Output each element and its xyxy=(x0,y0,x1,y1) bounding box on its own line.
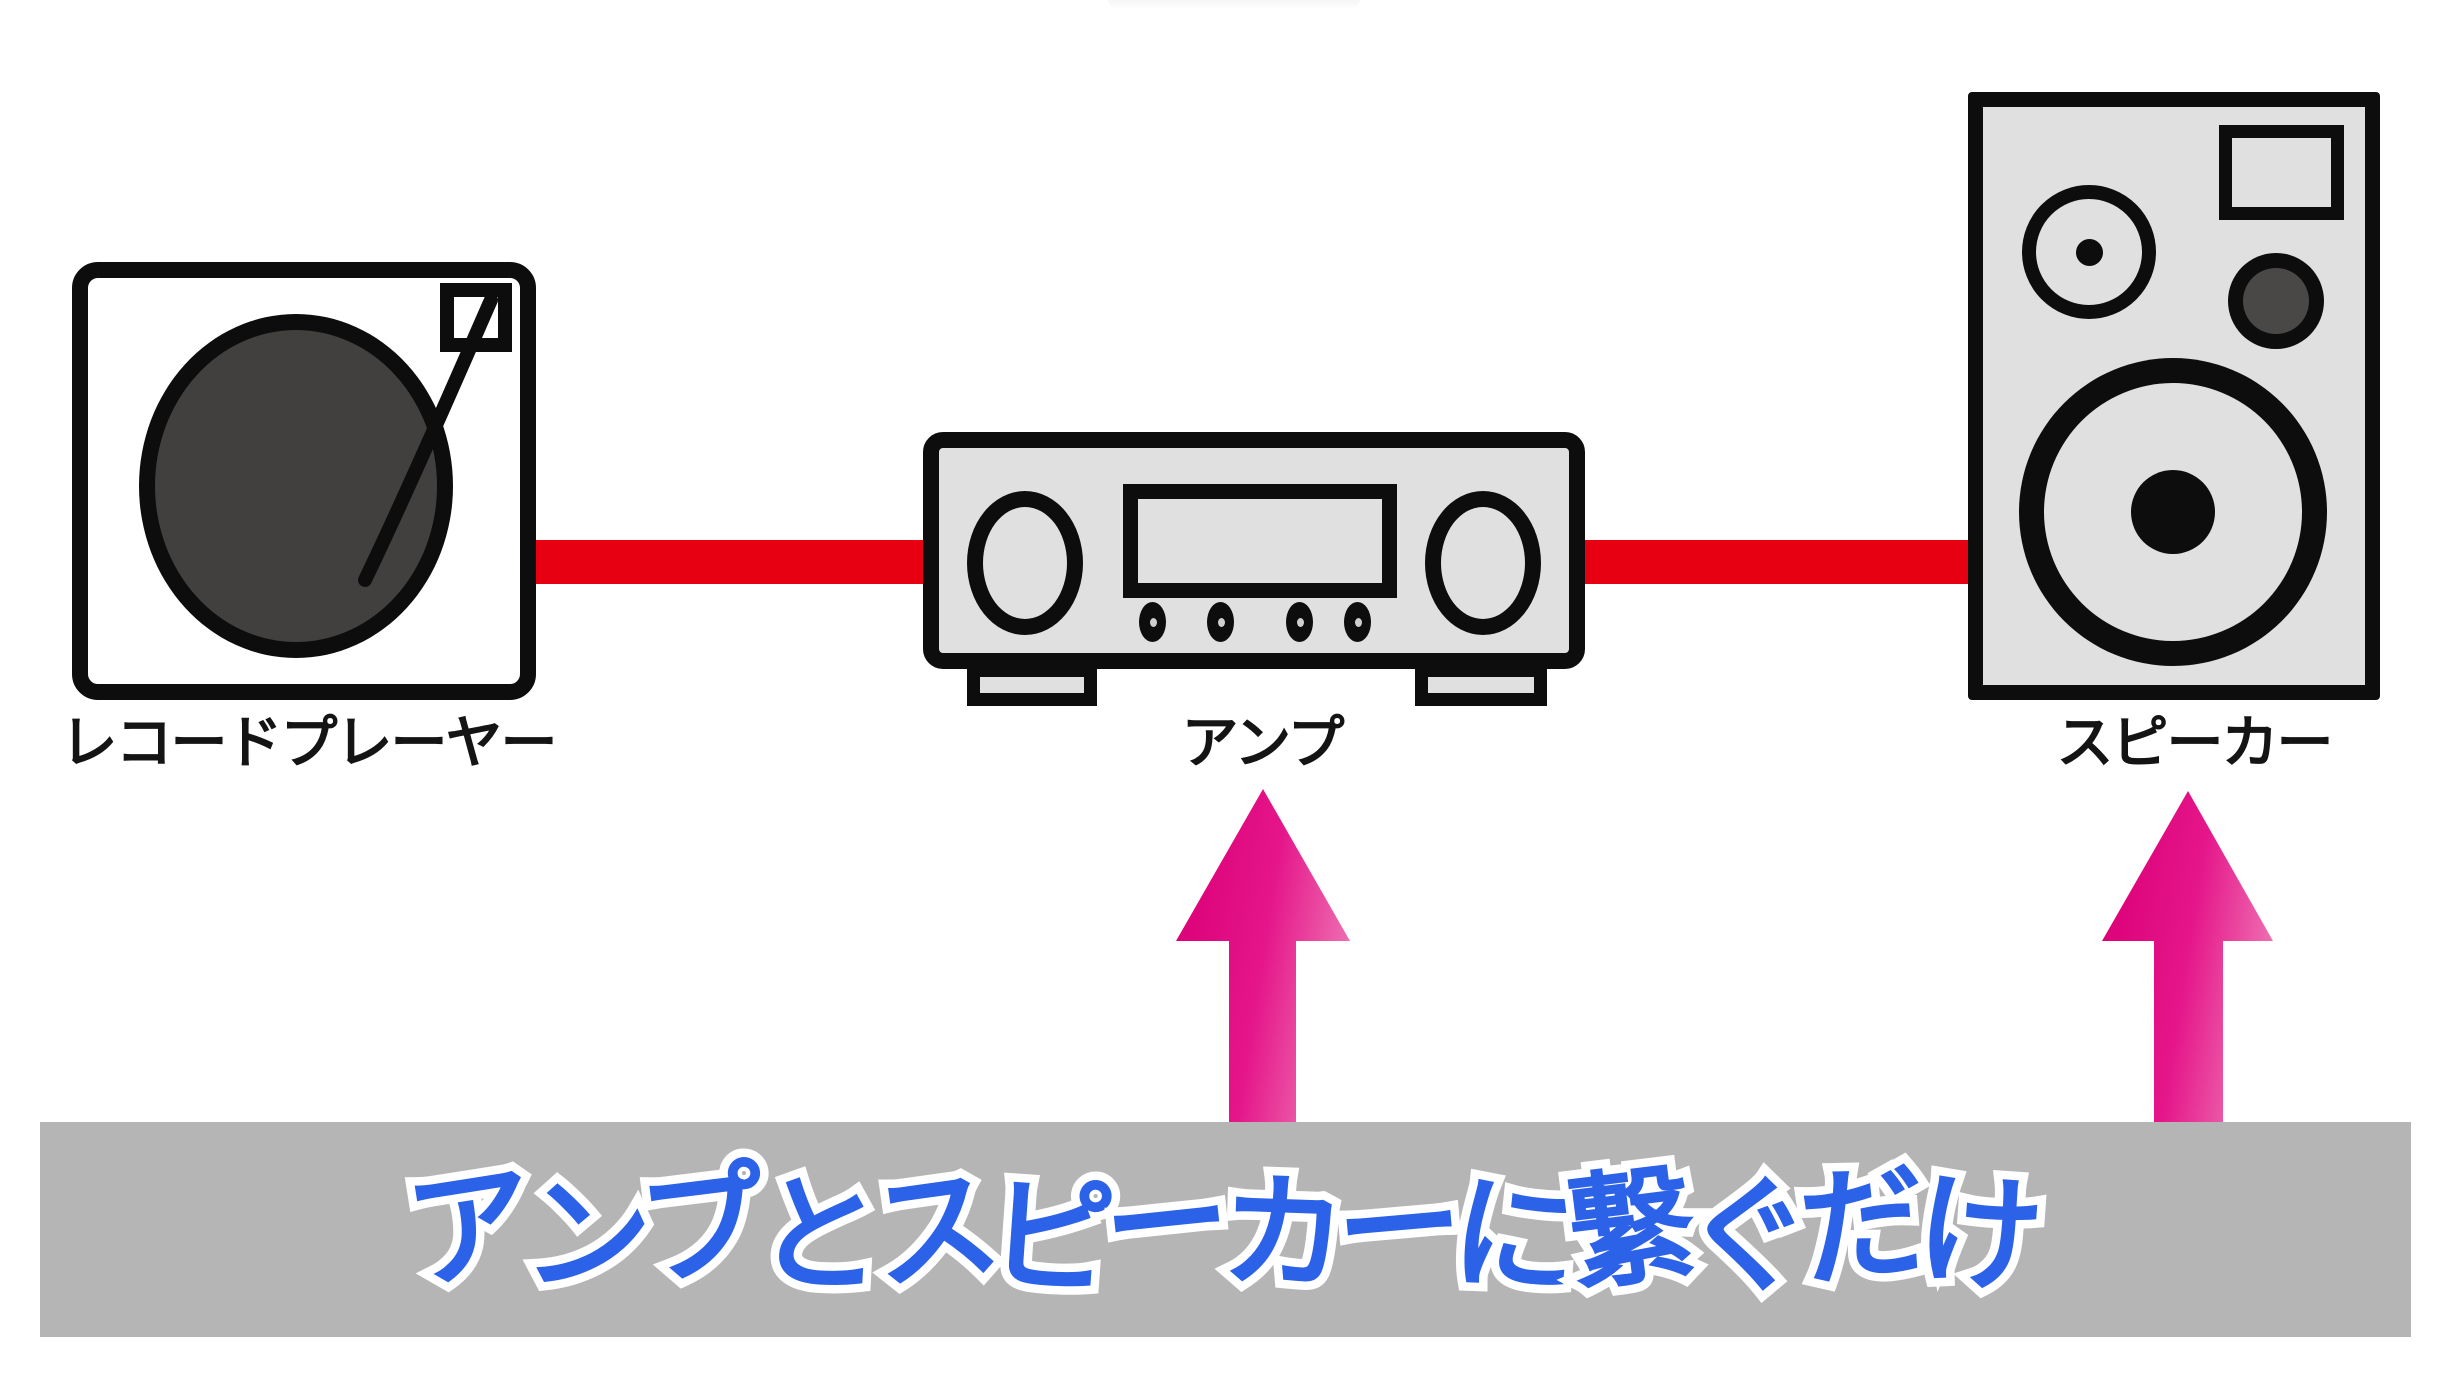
caption-char: け xyxy=(1912,1159,2048,1308)
amp-knob-right-icon xyxy=(1425,491,1541,635)
mid-driver-icon xyxy=(2228,253,2324,349)
caption-text: アンプとスピーカーに繋ぐだけ xyxy=(398,1146,2048,1313)
caption-banner: アンプとスピーカーに繋ぐだけ xyxy=(40,1122,2411,1337)
woofer-icon xyxy=(2019,358,2327,666)
tonearm-pivot-box xyxy=(440,283,512,352)
audio-cable-player-to-amp xyxy=(533,540,925,584)
up-arrow-to-speaker xyxy=(2102,791,2273,1124)
vinyl-record-icon xyxy=(139,314,453,658)
caption-char: プ xyxy=(632,1147,774,1302)
audio-cable-amp-to-speaker xyxy=(1583,540,1970,584)
caption-char: ー xyxy=(1330,1151,1468,1302)
amp-foot-left xyxy=(967,664,1097,706)
amplifier-label: アンプ xyxy=(1181,711,1344,775)
caption-char: ピ xyxy=(983,1162,1119,1311)
speaker-vent xyxy=(2219,125,2344,220)
amp-button-icon xyxy=(1207,602,1234,642)
speaker-label: スピーカー xyxy=(2056,711,2334,775)
caption-char: 繋 xyxy=(1560,1151,1702,1306)
tweeter-icon xyxy=(2022,185,2156,319)
amp-button-icon xyxy=(1286,602,1313,642)
amp-display-panel xyxy=(1123,484,1397,598)
caption-char: ー xyxy=(1097,1146,1237,1299)
caption-char: カ xyxy=(1218,1160,1349,1305)
amp-knob-left-icon xyxy=(967,491,1083,635)
up-arrow-to-amp xyxy=(1176,789,1350,1124)
top-tab-remnant xyxy=(1108,0,1360,8)
caption-char: ぐ xyxy=(1681,1161,1814,1308)
amp-button-icon xyxy=(1139,602,1166,642)
caption-char: だ xyxy=(1793,1148,1933,1301)
amp-foot-right xyxy=(1415,664,1547,706)
record-player-label: レコードプレーヤー xyxy=(60,711,558,775)
amp-button-icon xyxy=(1344,602,1371,642)
